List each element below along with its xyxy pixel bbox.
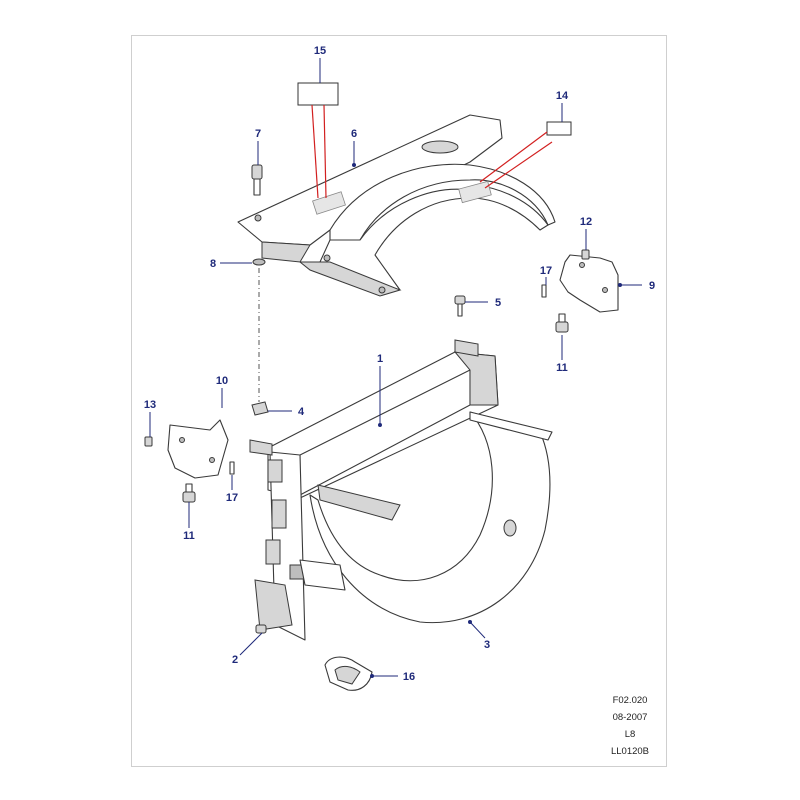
callout-15: 15 <box>314 45 326 57</box>
callout-leaders <box>149 58 642 678</box>
label-14-box <box>546 121 572 136</box>
callout-numbers: 15 14 7 6 8 12 17 9 5 11 1 10 4 13 17 11… <box>144 45 655 683</box>
callout-7: 7 <box>255 128 261 140</box>
clip-part <box>324 656 373 691</box>
callout-3: 3 <box>484 639 490 651</box>
radiator <box>249 339 499 641</box>
footer-ref: F02.020 <box>612 695 648 706</box>
callout-11-left: 11 <box>183 530 195 542</box>
callout-17-right: 17 <box>540 265 552 277</box>
callout-17-left: 17 <box>226 492 238 504</box>
left-bracket <box>167 419 229 479</box>
callout-16: 16 <box>403 671 415 683</box>
callout-2: 2 <box>232 654 238 666</box>
footer-code: LL0120B <box>610 746 650 757</box>
callout-6: 6 <box>351 128 357 140</box>
callout-14: 14 <box>556 90 569 102</box>
label-15-box <box>297 82 339 106</box>
footer-model: L8 <box>624 729 636 740</box>
callout-12: 12 <box>580 216 592 228</box>
callout-1: 1 <box>377 353 383 365</box>
callout-13: 13 <box>144 399 156 411</box>
right-bracket <box>559 254 619 313</box>
footer-date: 08-2007 <box>612 712 648 723</box>
callout-10: 10 <box>216 375 228 387</box>
diagram-frame <box>131 35 667 767</box>
callout-5: 5 <box>495 297 501 309</box>
fasteners <box>144 164 590 634</box>
upper-fan-cowl <box>237 114 556 297</box>
callout-8: 8 <box>210 258 216 270</box>
label-items <box>297 82 572 199</box>
callout-4: 4 <box>298 406 305 418</box>
callout-9: 9 <box>649 280 655 292</box>
lower-fan-cowl <box>299 411 553 624</box>
callout-11-right: 11 <box>556 362 568 374</box>
